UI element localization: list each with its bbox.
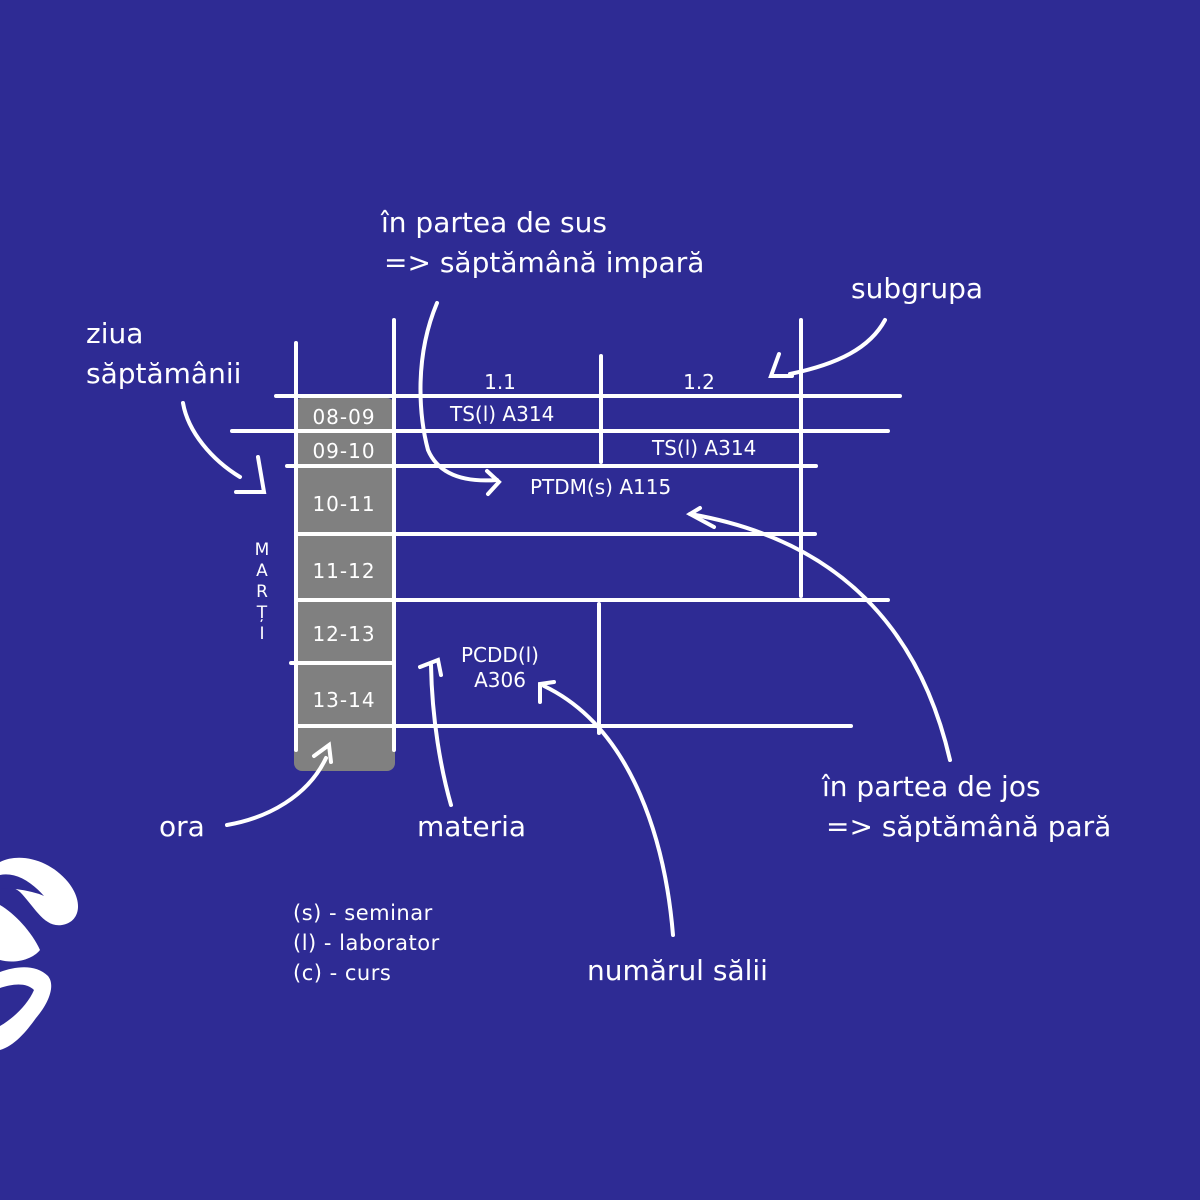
legend-curs: (c) - curs bbox=[293, 961, 392, 985]
hour-cell: 09-10 bbox=[312, 439, 376, 463]
subgroup-header-1-1: 1.1 bbox=[484, 370, 516, 394]
subgroup-header-1-2: 1.2 bbox=[683, 370, 715, 394]
legend-laborator: (l) - laborator bbox=[293, 931, 440, 955]
hour-cell: 10-11 bbox=[312, 492, 376, 516]
hour-cell: 08-09 bbox=[312, 405, 376, 429]
arrowhead bbox=[418, 657, 443, 677]
arrow-room-number bbox=[542, 684, 675, 937]
weekday-letter: Ț bbox=[256, 603, 268, 623]
hour-label: ora bbox=[159, 810, 205, 843]
legend-seminar: (s) - seminar bbox=[293, 901, 433, 925]
arrow-subgroup bbox=[788, 318, 887, 376]
hour-cell: 12-13 bbox=[312, 622, 376, 646]
entry-pcdd-room: A306 bbox=[474, 668, 526, 692]
arrowhead bbox=[768, 352, 794, 378]
arrow-subject bbox=[429, 663, 453, 807]
odd-week-meaning: => săptămână impară bbox=[384, 246, 705, 279]
weekday-letter: M bbox=[254, 540, 270, 560]
hour-column bbox=[294, 398, 395, 771]
subject-label: materia bbox=[417, 810, 527, 843]
logo-inner bbox=[0, 874, 44, 1026]
hour-cell: 11-12 bbox=[312, 559, 376, 583]
even-week-meaning: => săptămână pară bbox=[826, 810, 1112, 843]
weekday-label-line1: ziua bbox=[86, 317, 144, 350]
arrow-bottom-annotation bbox=[688, 512, 952, 762]
weekday-letter: A bbox=[256, 561, 268, 581]
weekday-name: M A R Ț I bbox=[252, 540, 272, 645]
arrow-top-annotation bbox=[418, 301, 499, 483]
arrowhead bbox=[685, 506, 716, 529]
entry-pcdd-subject: PCDD(l) bbox=[461, 643, 539, 667]
subgroup-label: subgrupa bbox=[851, 272, 984, 305]
room-number-label: numărul sălii bbox=[587, 954, 768, 987]
weekday-label-line2: săptămânii bbox=[86, 357, 242, 390]
arrowhead bbox=[538, 680, 556, 704]
entry-ptdm: PTDM(s) A115 bbox=[530, 475, 672, 499]
weekday-letter: R bbox=[256, 582, 268, 602]
arrowhead bbox=[485, 469, 502, 496]
arrow-weekday bbox=[181, 401, 242, 479]
hour-cell: 13-14 bbox=[312, 688, 376, 712]
arrowhead bbox=[234, 455, 267, 494]
even-week-label: în partea de jos bbox=[822, 770, 1041, 803]
odd-week-label: în partea de sus bbox=[381, 206, 607, 239]
weekday-letter: I bbox=[259, 624, 265, 644]
entry-ts-odd-week: TS(l) A314 bbox=[450, 402, 555, 426]
arrowhead bbox=[312, 741, 333, 764]
entry-ts-even-week: TS(l) A314 bbox=[652, 436, 757, 460]
arrow-hour bbox=[225, 756, 328, 827]
